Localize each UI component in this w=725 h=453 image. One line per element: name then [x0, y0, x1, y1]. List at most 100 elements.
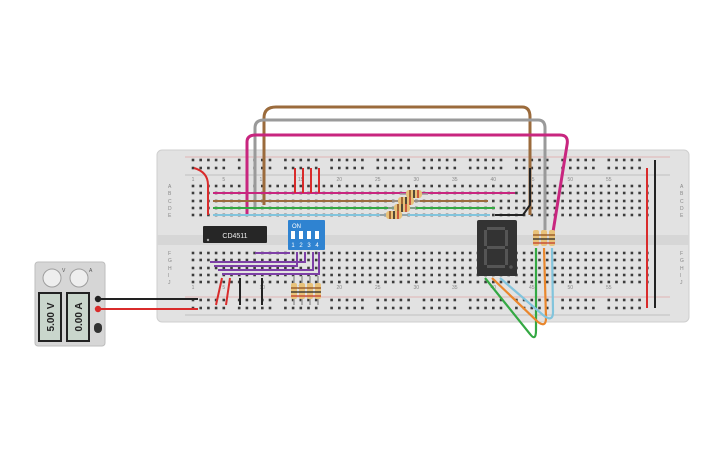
- wire-green-loop[interactable]: [484, 248, 538, 339]
- breadboard-hole[interactable]: [345, 298, 349, 302]
- positive-terminal[interactable]: [94, 305, 102, 313]
- wire-black-display[interactable]: [495, 168, 531, 216]
- breadboard-hole[interactable]: [553, 266, 557, 270]
- breadboard-hole[interactable]: [584, 251, 587, 255]
- breadboard-hole[interactable]: [584, 298, 587, 302]
- breadboard-hole[interactable]: [592, 280, 595, 284]
- breadboard-hole[interactable]: [345, 258, 349, 262]
- breadboard-hole[interactable]: [338, 258, 341, 262]
- breadboard-hole[interactable]: [561, 251, 564, 255]
- wire-red-bottom-1[interactable]: [215, 277, 223, 306]
- breadboard-hole[interactable]: [276, 184, 279, 188]
- breadboard-hole[interactable]: [584, 266, 587, 270]
- breadboard-hole[interactable]: [430, 258, 433, 262]
- resistor-right-group[interactable]: [533, 230, 555, 246]
- breadboard-hole[interactable]: [191, 166, 195, 170]
- breadboard-hole[interactable]: [399, 306, 403, 310]
- resistor-top-1[interactable]: [400, 190, 428, 198]
- breadboard-hole[interactable]: [391, 280, 395, 284]
- breadboard-hole[interactable]: [569, 280, 572, 284]
- breadboard-hole[interactable]: [607, 213, 611, 217]
- breadboard-hole[interactable]: [299, 158, 303, 162]
- breadboard-hole[interactable]: [453, 258, 457, 262]
- breadboard-hole[interactable]: [199, 306, 202, 310]
- breadboard-hole[interactable]: [253, 251, 256, 255]
- wire-red-bottom-2[interactable]: [225, 277, 231, 306]
- breadboard-hole[interactable]: [592, 266, 595, 270]
- breadboard-hole[interactable]: [191, 266, 195, 270]
- breadboard-hole[interactable]: [307, 266, 310, 270]
- breadboard-hole[interactable]: [599, 191, 603, 195]
- breadboard-hole[interactable]: [330, 273, 333, 277]
- breadboard-hole[interactable]: [561, 273, 564, 277]
- breadboard-hole[interactable]: [268, 266, 272, 270]
- breadboard-hole[interactable]: [561, 298, 564, 302]
- breadboard-hole[interactable]: [438, 166, 441, 170]
- breadboard-hole[interactable]: [276, 280, 279, 284]
- breadboard-hole[interactable]: [484, 166, 487, 170]
- breadboard-hole[interactable]: [361, 158, 364, 162]
- breadboard-hole[interactable]: [445, 158, 449, 162]
- breadboard-hole[interactable]: [422, 280, 426, 284]
- breadboard-hole[interactable]: [584, 213, 587, 217]
- breadboard-hole[interactable]: [561, 191, 564, 195]
- breadboard-hole[interactable]: [545, 184, 549, 188]
- breadboard-hole[interactable]: [222, 298, 226, 302]
- breadboard-hole[interactable]: [569, 298, 572, 302]
- breadboard-hole[interactable]: [307, 280, 310, 284]
- breadboard-hole[interactable]: [415, 251, 418, 255]
- breadboard-hole[interactable]: [253, 266, 256, 270]
- breadboard-hole[interactable]: [576, 184, 580, 188]
- breadboard-hole[interactable]: [576, 306, 580, 310]
- breadboard-hole[interactable]: [461, 184, 464, 188]
- breadboard-hole[interactable]: [399, 184, 403, 188]
- breadboard-hole[interactable]: [415, 280, 418, 284]
- breadboard-hole[interactable]: [330, 184, 333, 188]
- breadboard-hole[interactable]: [545, 191, 549, 195]
- breadboard-hole[interactable]: [584, 158, 587, 162]
- breadboard-hole[interactable]: [422, 258, 426, 262]
- breadboard-hole[interactable]: [615, 298, 618, 302]
- breadboard-hole[interactable]: [561, 184, 564, 188]
- breadboard-hole[interactable]: [569, 306, 572, 310]
- breadboard-hole[interactable]: [384, 306, 387, 310]
- wire-purple-1[interactable]: [210, 252, 306, 263]
- breadboard-hole[interactable]: [199, 298, 202, 302]
- breadboard-hole[interactable]: [445, 166, 449, 170]
- breadboard-hole[interactable]: [268, 280, 272, 284]
- breadboard-hole[interactable]: [638, 199, 641, 203]
- breadboard-hole[interactable]: [638, 298, 641, 302]
- breadboard-hole[interactable]: [545, 213, 549, 217]
- breadboard-hole[interactable]: [622, 158, 626, 162]
- breadboard-hole[interactable]: [207, 298, 210, 302]
- breadboard-hole[interactable]: [599, 213, 603, 217]
- breadboard-hole[interactable]: [576, 258, 580, 262]
- breadboard-hole[interactable]: [492, 184, 495, 188]
- breadboard-hole[interactable]: [461, 266, 464, 270]
- breadboard-hole[interactable]: [338, 306, 341, 310]
- breadboard-hole[interactable]: [438, 298, 441, 302]
- breadboard-hole[interactable]: [291, 158, 295, 162]
- breadboard-hole[interactable]: [415, 258, 418, 262]
- breadboard-hole[interactable]: [638, 273, 641, 277]
- breadboard-hole[interactable]: [430, 306, 433, 310]
- breadboard-hole[interactable]: [384, 158, 387, 162]
- breadboard-hole[interactable]: [484, 298, 487, 302]
- breadboard-hole[interactable]: [237, 166, 241, 170]
- breadboard-hole[interactable]: [407, 273, 410, 277]
- breadboard-hole[interactable]: [584, 280, 587, 284]
- breadboard-hole[interactable]: [407, 280, 410, 284]
- breadboard-hole[interactable]: [622, 206, 626, 210]
- breadboard-hole[interactable]: [538, 306, 541, 310]
- breadboard-hole[interactable]: [445, 298, 449, 302]
- breadboard-hole[interactable]: [492, 213, 495, 217]
- breadboard-hole[interactable]: [361, 258, 364, 262]
- breadboard-hole[interactable]: [376, 166, 380, 170]
- breadboard-hole[interactable]: [261, 266, 264, 270]
- breadboard-hole[interactable]: [522, 184, 526, 188]
- breadboard-hole[interactable]: [630, 258, 634, 262]
- breadboard-hole[interactable]: [384, 184, 387, 188]
- breadboard-hole[interactable]: [515, 280, 518, 284]
- breadboard-hole[interactable]: [191, 213, 195, 217]
- breadboard-hole[interactable]: [576, 206, 580, 210]
